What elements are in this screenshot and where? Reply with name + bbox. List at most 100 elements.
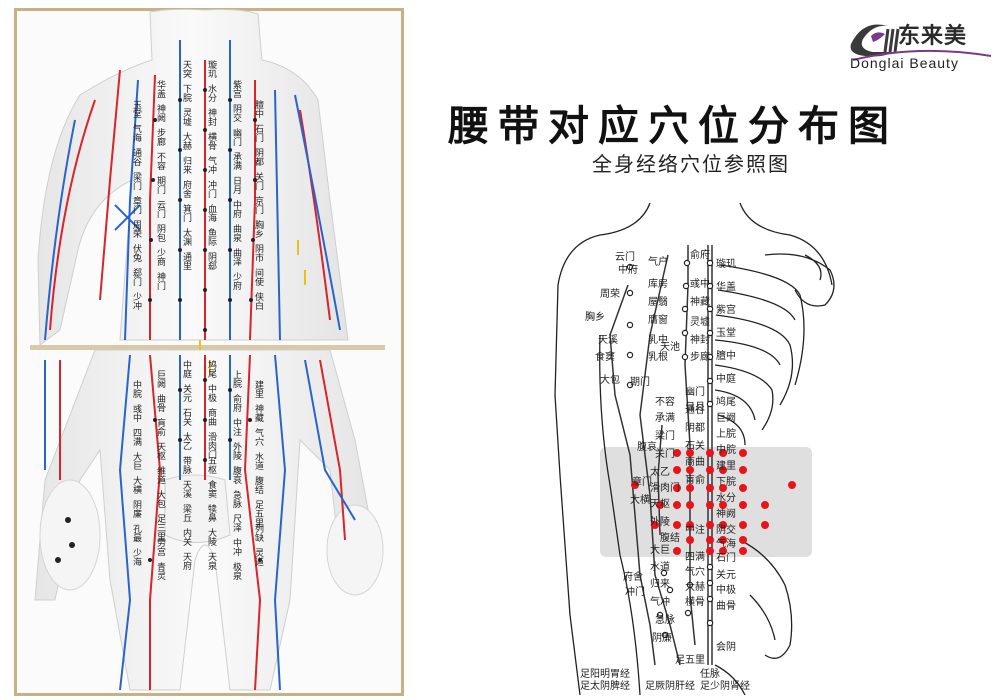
meridian-red-line <box>319 359 346 541</box>
meridian-blue-line <box>273 354 287 691</box>
acupoint-label: 俞府 <box>690 248 710 261</box>
figure-point-label: 尺泽 <box>231 514 242 533</box>
figure-point-label: 不容 <box>155 152 166 171</box>
acupoint-label: 云门 <box>615 250 635 263</box>
acupoint-label: 石门 <box>716 551 736 564</box>
figure-point-label: 大赫 <box>181 131 192 151</box>
figure-point-label: 周荣 <box>131 220 142 239</box>
figure-point-label: 足三里 <box>155 514 166 541</box>
acupoint-label: 下脘 <box>716 475 736 488</box>
acupoint-label: 腹哀 <box>637 440 657 453</box>
figure-point-label: 箕门 <box>181 203 192 223</box>
figure-point-label: 少商 <box>155 248 166 267</box>
figure-point-label: 俞府 <box>231 393 242 413</box>
photo-divider <box>30 345 385 350</box>
figure-point-label: 神阙 <box>155 103 166 123</box>
figure-point-label: 幽门 <box>231 128 242 147</box>
acupoint-label: 气穴 <box>685 565 705 578</box>
figure-point-label: 日月 <box>231 176 242 195</box>
figure-point-label: 关门 <box>253 171 264 191</box>
figure-point-label: 血海 <box>206 203 217 223</box>
figure-point-label: 中庭 <box>181 359 192 379</box>
acupoint-label: 气海 <box>716 537 736 550</box>
acupoint-label: 不容 <box>655 395 675 408</box>
figure-point-label: 梁门 <box>131 171 142 191</box>
figure-point-label: 梁丘 <box>181 503 192 522</box>
acupoint-label: 横骨 <box>685 595 705 608</box>
acupoint-label: 屋翳 <box>648 296 668 308</box>
acupoint-label: 归来 <box>650 577 670 590</box>
figure-point-label: 天溪 <box>181 480 192 499</box>
figure-point-label: 大包 <box>155 489 166 508</box>
belt-band <box>600 447 812 557</box>
acupoint-label: 建里 <box>716 459 736 472</box>
figure-point-label: 胸乡 <box>253 219 264 238</box>
meridian-name-label: 足少阴肾经 <box>700 679 750 692</box>
acupoint-label: 乳中 <box>648 333 668 346</box>
figure-point-label: 通谷 <box>131 148 142 167</box>
acupoint-label: 四满 <box>685 551 705 563</box>
acupoint-label: 足五里 <box>675 654 705 666</box>
acupoint-label: 中注 <box>685 523 705 536</box>
right-hand <box>326 504 384 596</box>
pelvis-shape <box>164 474 231 543</box>
acupoint-label: 关门 <box>655 447 675 460</box>
figure-point-label: 劳宫 <box>155 537 166 557</box>
acupoint-label: 神封 <box>690 333 710 346</box>
figure-point-label: 少府 <box>231 272 242 291</box>
acupoint-label: 石关 <box>685 439 705 452</box>
acupoint-label: 中脘 <box>716 443 736 456</box>
acupoint-label: 紫宫 <box>716 303 736 316</box>
meridian-name-label: 足太阴脾经 <box>580 679 630 692</box>
acupoint-label: 气冲 <box>650 595 670 608</box>
meridian-red-line <box>99 69 121 301</box>
figure-point-label: 天枢 <box>155 442 166 461</box>
acupoint-label: 鸠尾 <box>716 395 736 408</box>
acupoint-label: 天池 <box>660 340 680 353</box>
acupoint-label: 天溪 <box>598 334 618 346</box>
figure-point-label: 神封 <box>206 107 217 126</box>
acupoint-label: 肓俞 <box>685 473 705 486</box>
acupoint-label: 阴都 <box>685 422 705 434</box>
acupoint-label: 梁门 <box>655 429 675 442</box>
figure-point-label: 青灵 <box>155 561 166 581</box>
acupoint-label: 大巨 <box>650 543 670 556</box>
page-subtitle: 全身经络穴位参照图 <box>592 152 790 176</box>
acupoint-label: 通谷 <box>685 404 705 416</box>
figure-point-label: 内关 <box>181 527 192 547</box>
body-outline <box>554 202 651 695</box>
body-outline <box>599 334 641 695</box>
acupoint-label: 神阙 <box>716 507 736 520</box>
figure-point-label: 太乙 <box>181 431 192 450</box>
figure-point-label: 章门 <box>131 195 142 215</box>
figure-point-label: 紫宫 <box>231 80 242 99</box>
acupoint-label: 中极 <box>716 583 736 596</box>
figure-point-label: 带脉 <box>181 456 192 474</box>
figure-point-label: 阴廉 <box>131 500 142 519</box>
acupoint-label: 商曲 <box>685 455 705 468</box>
figure-point-label: 犊鼻 <box>206 503 217 523</box>
figure-point-label: 上脘 <box>231 370 242 389</box>
acupoint-label: 府舍 <box>623 570 643 583</box>
figure-point-label: 郄门 <box>131 267 142 287</box>
acupoint-label: 巨阙 <box>716 411 736 424</box>
shoulder-bone <box>764 253 835 307</box>
acupoint-label: 水分 <box>716 492 736 504</box>
figure-point-label: 伏兔 <box>131 243 142 263</box>
figure-point-label: 膻中 <box>253 99 264 119</box>
acupoint-label: 步廊 <box>690 350 710 363</box>
figure-point-label: 外陵 <box>231 441 242 461</box>
brand-logo <box>850 24 992 61</box>
acupoint-label: 大包 <box>600 373 620 386</box>
figure-point-label: 中府 <box>231 199 242 219</box>
acupoint-label: 胸乡 <box>585 310 605 323</box>
figure-point-label: 大横 <box>131 475 142 495</box>
figure-point-label: 食窦 <box>206 479 217 499</box>
figure-point-label: 府舍 <box>181 179 192 199</box>
acupoint-label: 滑肉门 <box>650 481 680 494</box>
meridian-name-label: 任脉 <box>700 667 720 680</box>
acupoint-label: 膺窗 <box>648 313 668 326</box>
acupoint-label: 灵墟 <box>690 315 710 328</box>
acupoint-label: 日月 <box>685 401 705 413</box>
meridian-red-line <box>149 354 162 690</box>
